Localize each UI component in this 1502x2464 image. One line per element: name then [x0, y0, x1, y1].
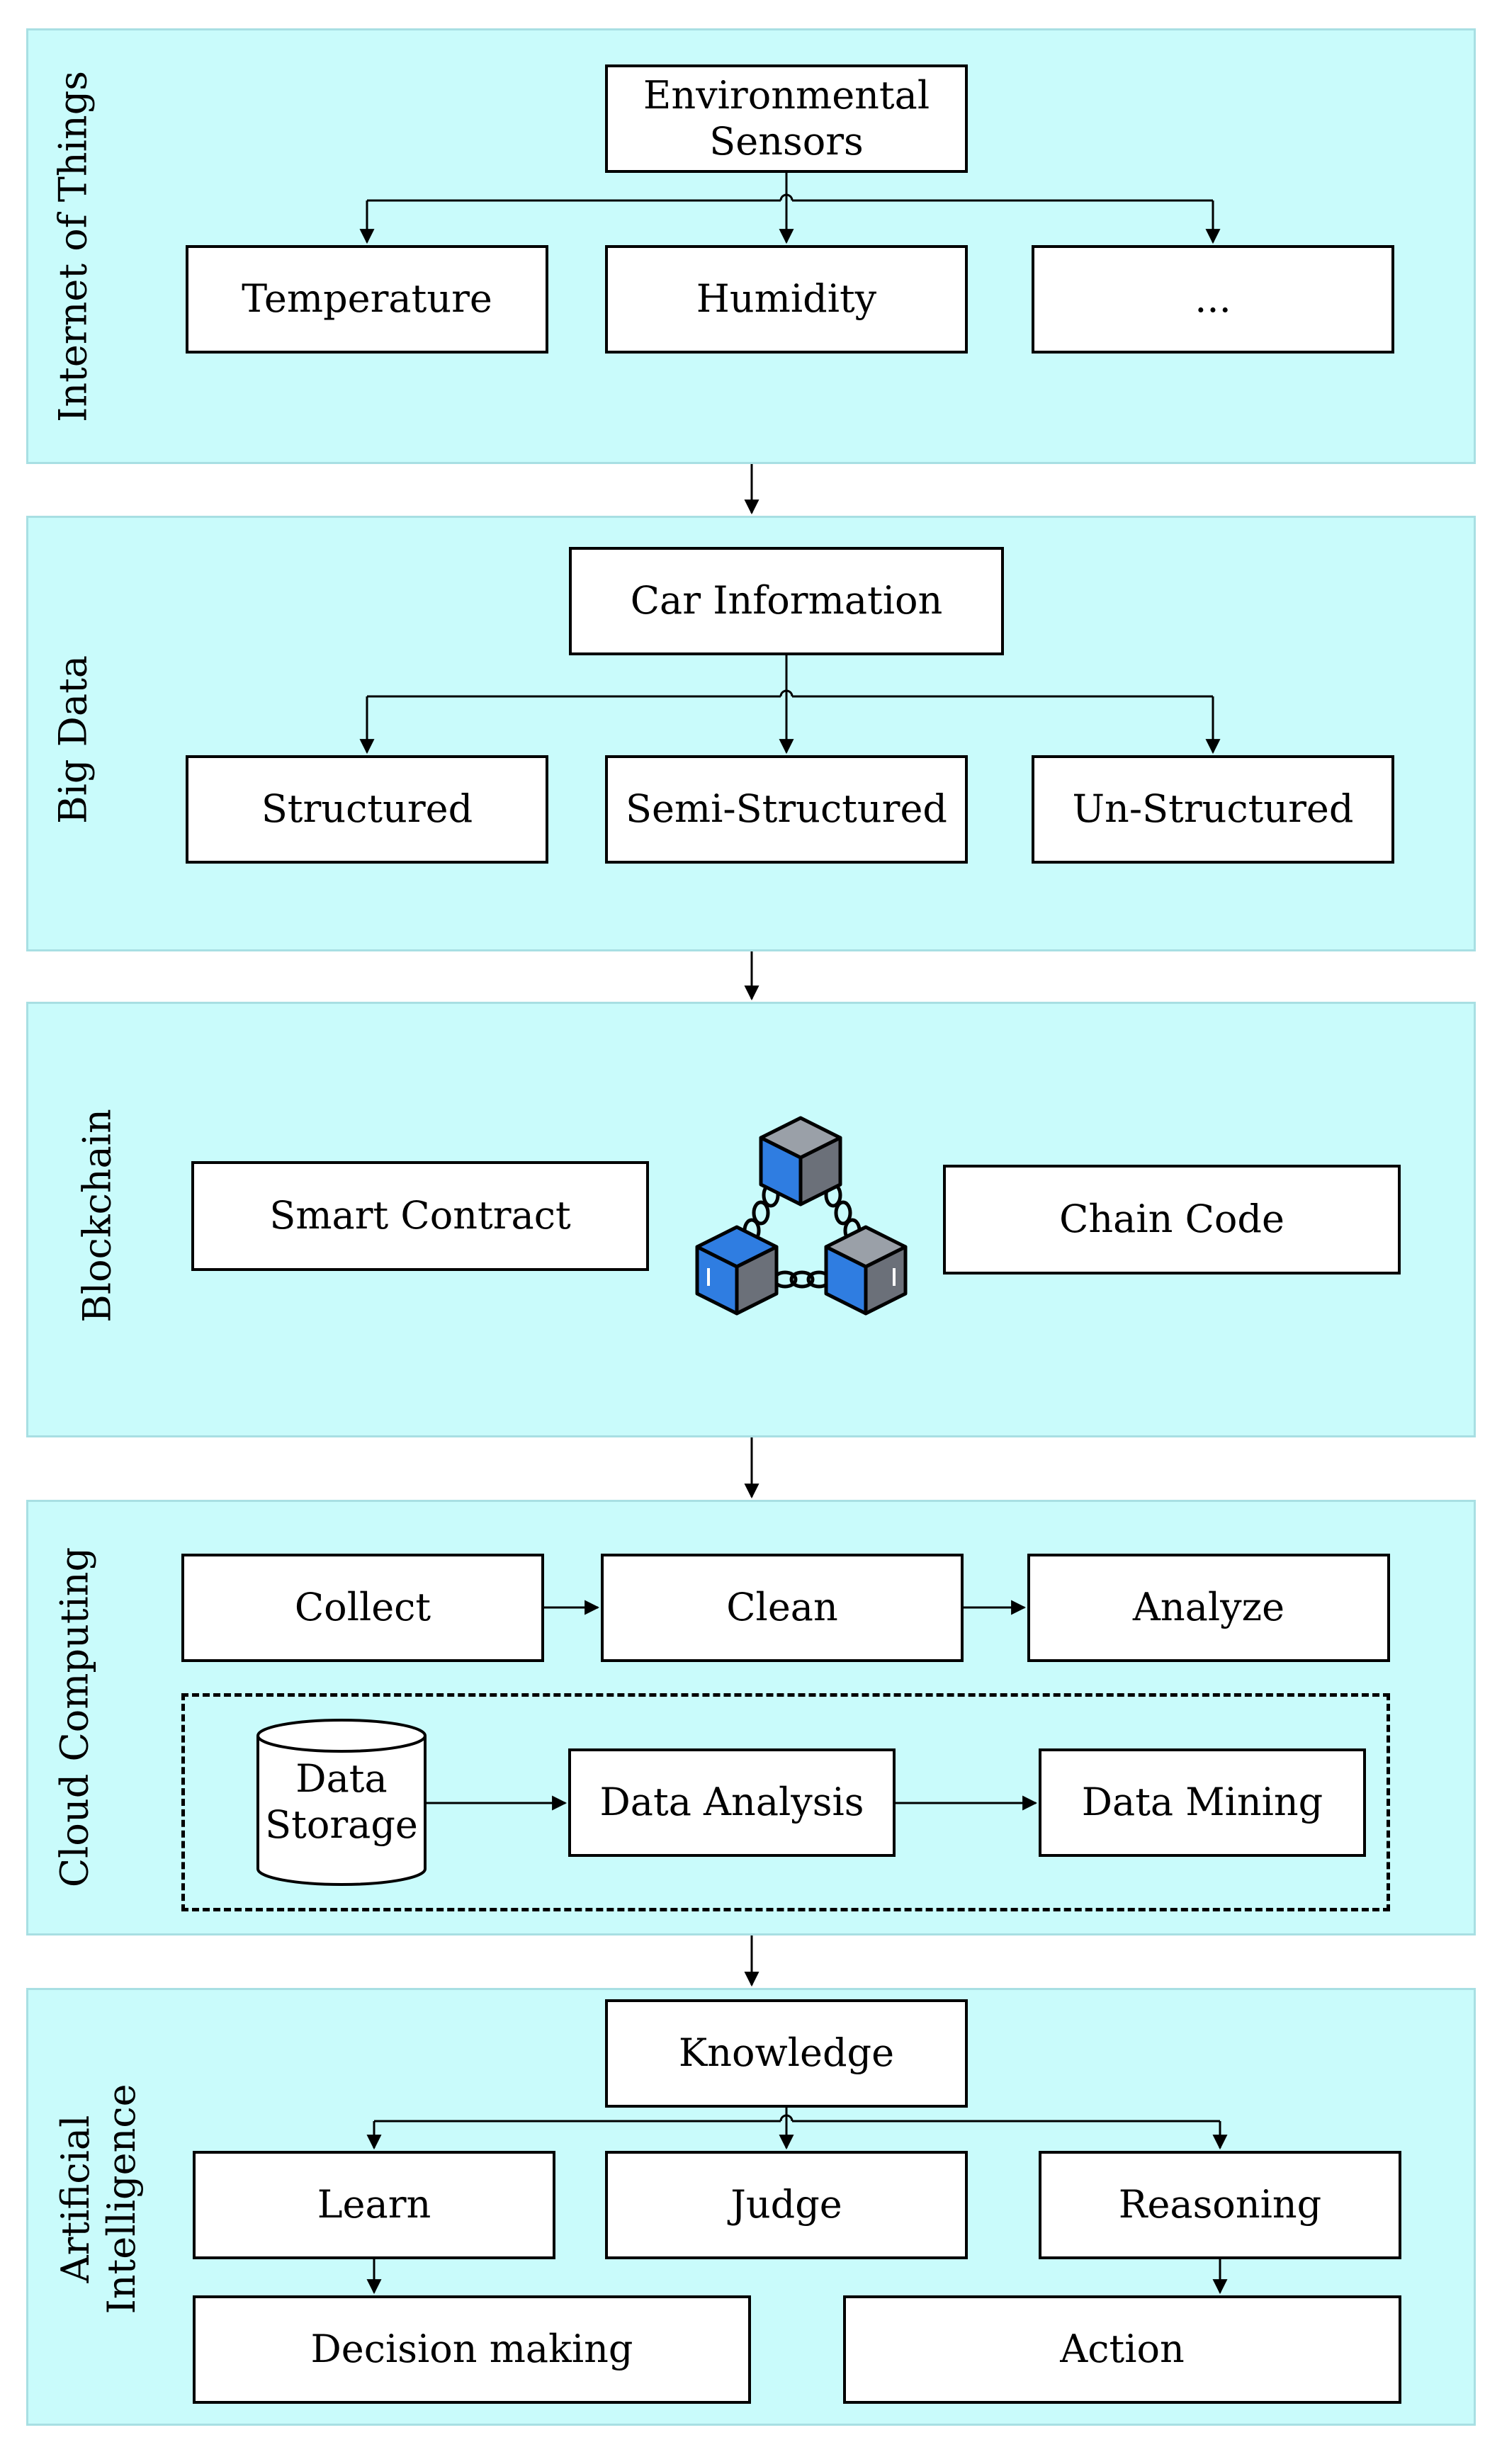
environmental-sensors-box: Environmental Sensors — [605, 64, 968, 173]
clean-box: Clean — [601, 1554, 964, 1662]
knowledge-box: Knowledge — [605, 1999, 968, 2108]
iot-tree-connectors — [359, 173, 1221, 244]
analyze-box: Analyze — [1027, 1554, 1390, 1662]
ai-tree-connectors — [366, 2108, 1228, 2295]
data-storage-cylinder-icon — [256, 1719, 427, 1886]
structured-box: Structured — [186, 755, 548, 864]
storage-analysis-group — [181, 1693, 1390, 1911]
temperature-box: Temperature — [186, 245, 548, 354]
judge-box: Judge — [605, 2151, 968, 2259]
learn-box: Learn — [193, 2151, 555, 2259]
chain-code-box: Chain Code — [943, 1165, 1401, 1275]
more-sensors-box: ... — [1032, 245, 1394, 354]
bigdata-tree-connectors — [359, 655, 1221, 755]
data-analysis-box: Data Analysis — [568, 1748, 896, 1857]
data-storage-label: Data Storage — [265, 1756, 418, 1847]
decision-making-box: Decision making — [193, 2295, 751, 2404]
un-structured-box: Un-Structured — [1032, 755, 1394, 864]
semi-structured-box: Semi-Structured — [605, 755, 968, 864]
blockchain-cubes-icon — [695, 1116, 908, 1316]
humidity-box: Humidity — [605, 245, 968, 354]
car-information-box: Car Information — [569, 547, 1004, 655]
action-box: Action — [843, 2295, 1401, 2404]
smart-contract-box: Smart Contract — [191, 1161, 649, 1271]
reasoning-box: Reasoning — [1039, 2151, 1401, 2259]
collect-box: Collect — [181, 1554, 544, 1662]
data-mining-box: Data Mining — [1039, 1748, 1366, 1857]
